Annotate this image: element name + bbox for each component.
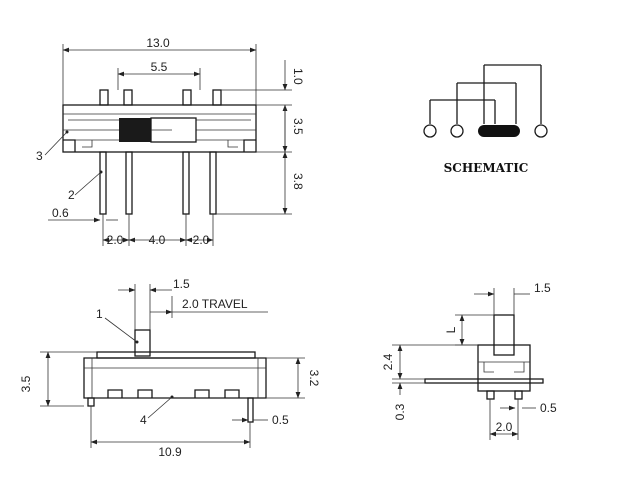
dim-top-inner: 5.5 — [151, 60, 168, 74]
dim-top-lead-h: 3.8 — [291, 173, 305, 190]
dim-pitch-b: 4.0 — [149, 233, 166, 247]
top-pin-3 — [182, 89, 192, 106]
dim-end-pitch: 2.0 — [496, 420, 513, 434]
dim-top-body-h: 3.5 — [291, 118, 305, 135]
terminal-4 — [534, 124, 548, 138]
top-pin-4 — [212, 89, 222, 106]
dim-end-L: L — [444, 326, 458, 333]
dim-side-width: 10.9 — [158, 445, 182, 459]
dim-top-width: 13.0 — [146, 36, 170, 50]
slider-knob — [119, 118, 151, 142]
top-body — [62, 104, 257, 153]
dim-end-knob: 1.5 — [534, 281, 551, 295]
callout-1: 1 — [96, 307, 103, 321]
terminal-2 — [450, 124, 464, 138]
end-view: 1.5 L 2.4 0.3 0.5 2.0 — [381, 281, 557, 440]
side-knob — [134, 329, 151, 357]
dim-side-h-right: 3.2 — [307, 370, 321, 387]
dim-side-pin-w: 0.5 — [272, 413, 289, 427]
lead-4 — [209, 151, 217, 215]
dim-side-travel: 2.0 TRAVEL — [182, 297, 248, 311]
end-knob — [493, 314, 515, 356]
lead-1 — [99, 151, 107, 215]
side-view: 1.5 2.0 TRAVEL 3.5 3.2 0.5 10.9 1 4 — [19, 277, 321, 459]
dim-top-lead-w: 0.6 — [52, 206, 69, 220]
dim-end-h-b: 0.3 — [393, 403, 407, 420]
dim-side-knob: 1.5 — [173, 277, 190, 291]
end-body — [477, 344, 531, 392]
dim-pitch-c: 2.0 — [193, 233, 210, 247]
top-pin-2 — [123, 89, 133, 106]
contact-bridge — [478, 125, 520, 137]
dim-end-h-a: 2.4 — [381, 353, 395, 370]
top-pin-1 — [99, 89, 109, 106]
callout-4: 4 — [140, 413, 147, 427]
schematic: SCHEMATIC — [423, 64, 548, 175]
dim-pitch-a: 2.0 — [107, 233, 124, 247]
callout-3: 3 — [36, 149, 43, 163]
dim-top-pin-h: 1.0 — [291, 68, 305, 85]
terminal-1 — [423, 124, 437, 138]
callout-2: 2 — [68, 188, 75, 202]
lead-2 — [125, 151, 133, 215]
dim-end-pin-w: 0.5 — [540, 401, 557, 415]
lead-3 — [182, 151, 190, 215]
dim-side-h-left: 3.5 — [19, 375, 33, 392]
schematic-title: SCHEMATIC — [444, 161, 529, 175]
top-view: 13.0 5.5 1.0 3.5 3.8 0.6 2.0 4.0 2.0 3 2 — [36, 36, 305, 247]
